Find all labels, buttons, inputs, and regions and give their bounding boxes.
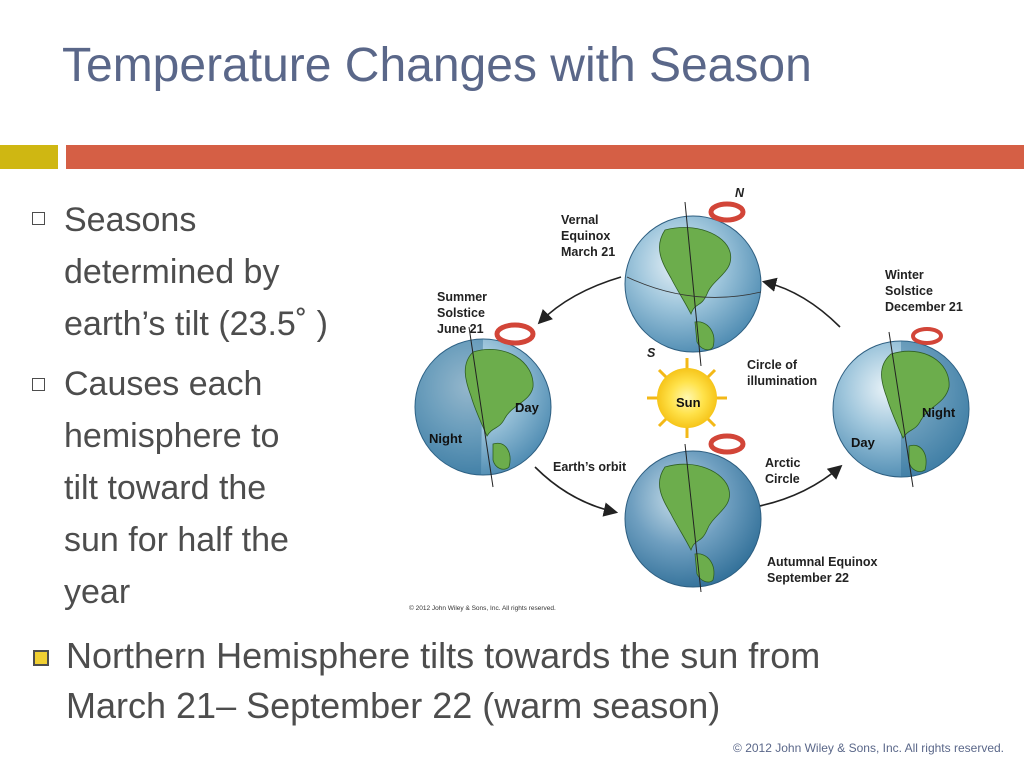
orbit-label: Earth’s orbit [553,460,627,474]
day-label-summer: Day [515,400,540,415]
bullet-square-icon [32,378,45,391]
bullet-line: tilt toward the [64,469,267,507]
winter-label: Solstice [885,284,933,298]
bullet-line: Causes each [64,365,263,403]
night-label-winter: Night [922,405,956,420]
rotation-arrow-icon [708,433,746,455]
slide-title: Temperature Changes with Season [62,39,812,92]
footer-copyright: © 2012 John Wiley & Sons, Inc. All right… [733,741,1004,755]
vernal-label: March 21 [561,245,615,259]
globe-summer-solstice [414,326,552,488]
seasons-diagram: N S [395,182,995,614]
orbit-arrow [537,276,622,325]
bullet-line: March 21– September 22 (warm season) [66,685,721,726]
winter-label: December 21 [885,300,963,314]
vernal-label: Equinox [561,229,610,243]
accent-bar-red [66,145,1024,169]
bullet-line: hemisphere to [64,417,280,455]
autumnal-label: Autumnal Equinox [767,555,877,569]
summer-label: Solstice [437,306,485,320]
sun-label: Sun [676,395,701,410]
globe-vernal-equinox [624,201,762,367]
bullet-line: year [64,573,131,611]
winter-label: Winter [885,268,924,282]
bullet-line: Seasons [64,201,197,239]
orbit-arrow [754,464,843,508]
summer-label: Summer [437,290,487,304]
diagram-copyright: © 2012 John Wiley & Sons, Inc. All right… [409,604,556,612]
globe-winter-solstice [832,331,970,488]
vernal-label: Vernal [561,213,599,227]
rotation-arrow-icon [494,322,536,346]
summer-label: June 21 [437,322,484,336]
circle-of-illumination-label: Circle of [747,358,798,372]
bullet-line: sun for half the [64,521,289,559]
bullet-line: earth’s tilt (23.5˚ ) [64,305,328,343]
bullet-line: determined by [64,253,280,291]
orbit-arrow [761,277,841,328]
bullet-square-icon [33,650,49,666]
bullet-square-icon [32,212,45,225]
autumnal-label: September 22 [767,571,849,585]
circle-of-illumination-label: illumination [747,374,817,388]
arctic-circle-label: Arctic [765,456,800,470]
day-label-winter: Day [851,435,876,450]
night-label-summer: Night [429,431,463,446]
accent-bar-yellow [0,145,58,169]
south-label: S [647,346,656,360]
rotation-arrow-icon [911,327,943,345]
bullet-line: Northern Hemisphere tilts towards the su… [66,635,821,676]
orbit-arrow [534,466,619,517]
globe-autumnal-equinox [624,443,762,593]
arctic-circle-label: Circle [765,472,800,486]
north-label: N [735,186,745,200]
rotation-arrow-icon [708,201,746,223]
sun-icon [647,358,727,438]
